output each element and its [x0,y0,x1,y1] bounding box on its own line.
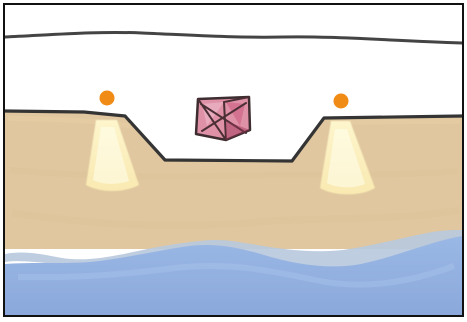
right-orange-orb-icon [334,94,349,109]
gem-crate-icon[interactable] [196,97,250,140]
left-orange-orb-icon [100,91,115,106]
